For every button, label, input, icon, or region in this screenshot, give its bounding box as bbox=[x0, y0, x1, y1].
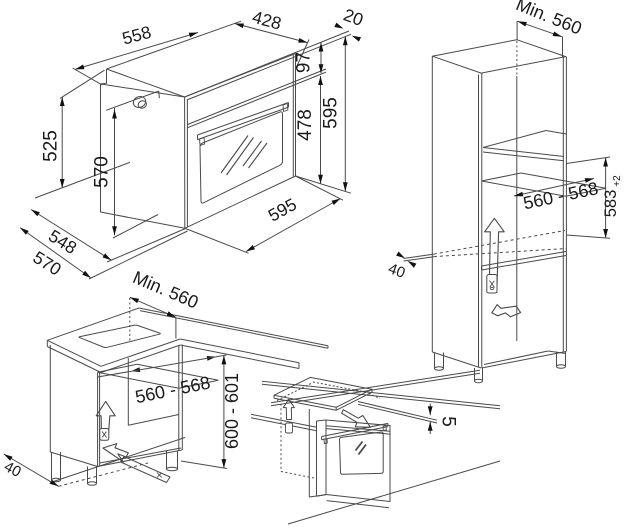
svg-text:570: 570 bbox=[92, 156, 113, 188]
svg-text:Min. 560: Min. 560 bbox=[130, 267, 201, 312]
svg-text:20: 20 bbox=[341, 4, 366, 30]
svg-text:583: 583 bbox=[602, 190, 620, 218]
svg-text:570: 570 bbox=[30, 247, 66, 280]
svg-text:595: 595 bbox=[265, 194, 300, 226]
svg-text:5: 5 bbox=[437, 416, 458, 427]
svg-text:97: 97 bbox=[294, 52, 315, 73]
svg-text:595: 595 bbox=[321, 97, 342, 129]
svg-text:558: 558 bbox=[120, 22, 153, 49]
svg-text:Min. 560: Min. 560 bbox=[513, 0, 585, 39]
svg-text:600 - 601: 600 - 601 bbox=[222, 373, 242, 449]
svg-text:40: 40 bbox=[1, 458, 24, 481]
svg-text:40: 40 bbox=[386, 260, 407, 282]
svg-text:428: 428 bbox=[250, 7, 283, 34]
svg-text:525: 525 bbox=[41, 130, 62, 162]
svg-text:560 - 568: 560 - 568 bbox=[133, 372, 212, 407]
svg-text:+2: +2 bbox=[612, 175, 623, 187]
svg-text:478: 478 bbox=[295, 109, 316, 141]
svg-text:560 - 568: 560 - 568 bbox=[521, 178, 600, 213]
